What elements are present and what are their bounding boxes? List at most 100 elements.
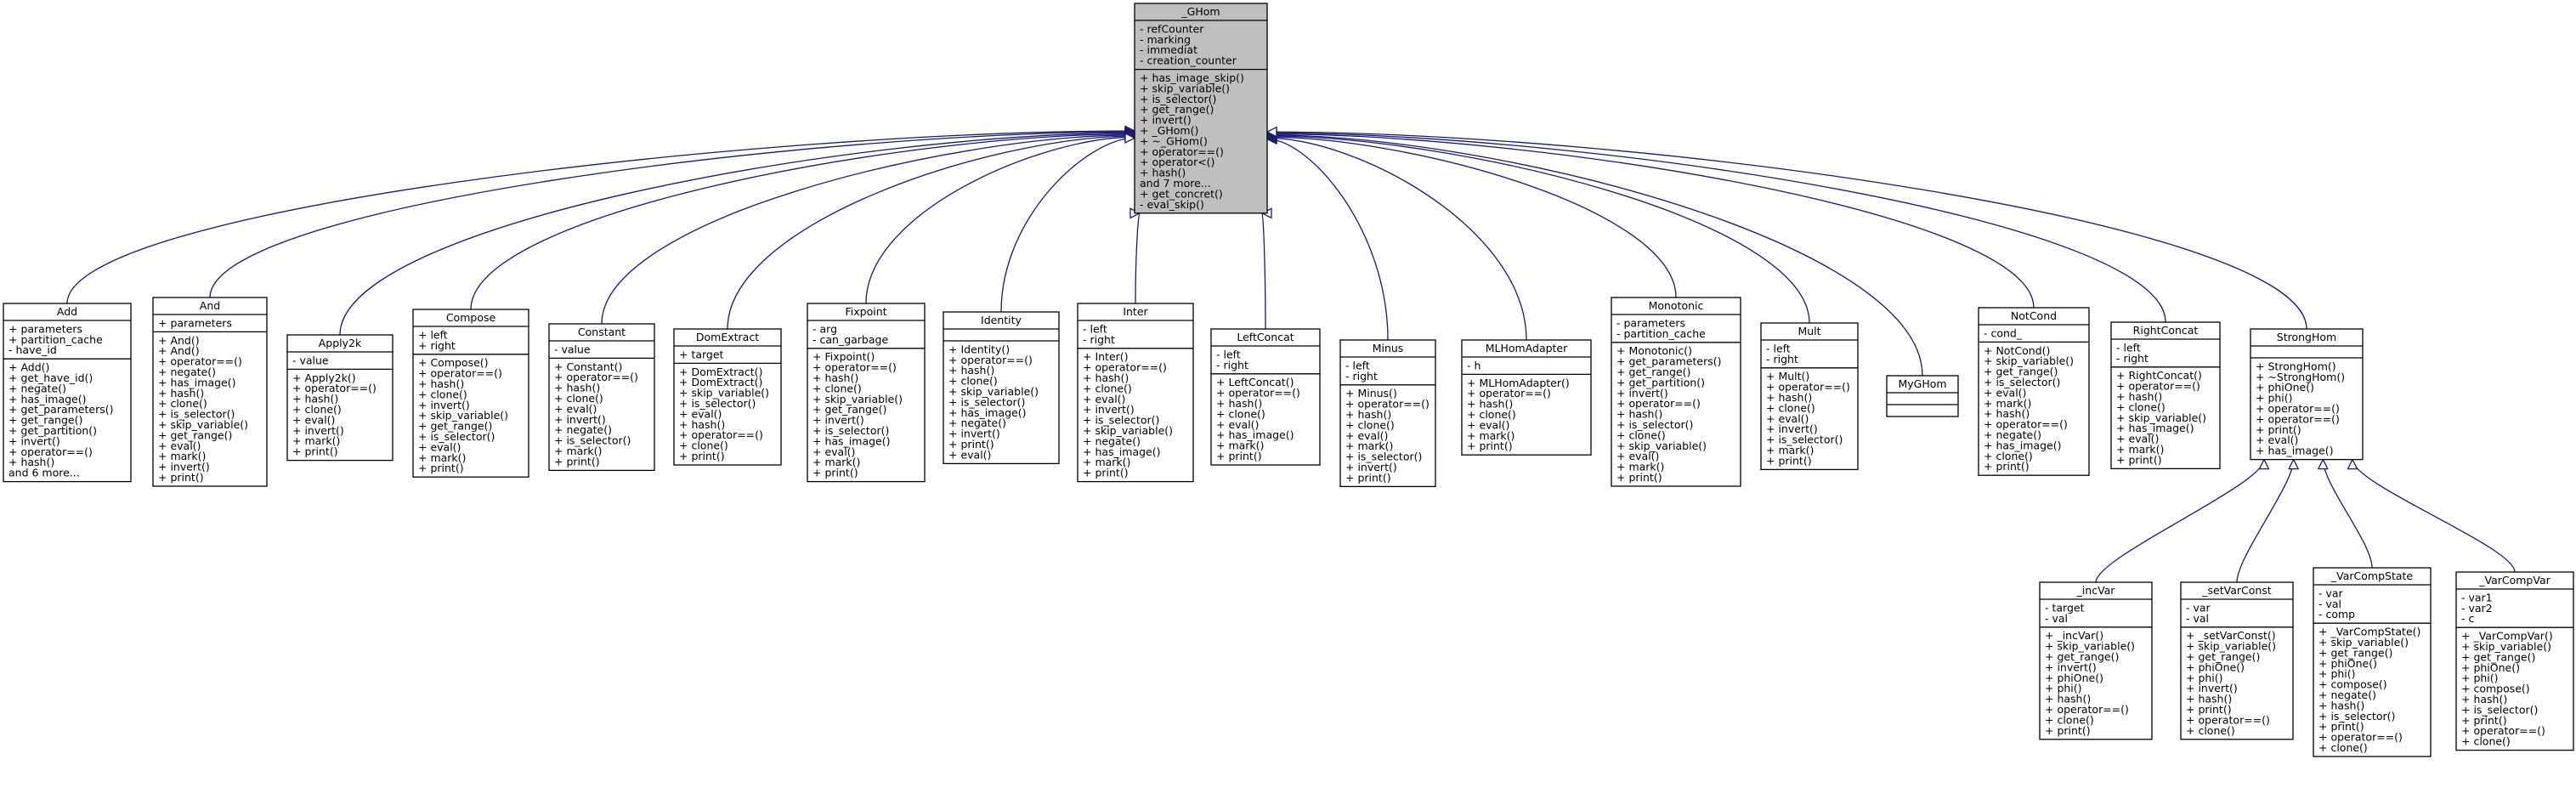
class-name: And xyxy=(200,299,220,312)
inheritance-edge-mlhomadapter xyxy=(1266,137,1527,341)
class-fixpoint[interactable]: Fixpoint- arg- can_garbage+ Fixpoint()+ … xyxy=(807,303,926,483)
inheritance-edge-inter xyxy=(1135,212,1141,304)
class-attribute: - c xyxy=(2461,612,2474,625)
class-method: + has_image() xyxy=(8,393,86,405)
class-method: + print() xyxy=(2256,423,2301,436)
class-method: + get_partition() xyxy=(8,424,97,437)
class-method: + invert() xyxy=(1766,422,1818,435)
class-box xyxy=(1978,307,2090,476)
inheritance-edge-identity xyxy=(1000,137,1135,313)
class-domextract[interactable]: DomExtract+ target+ DomExtract()+ DomExt… xyxy=(673,328,782,466)
class-myghom[interactable]: MyGHom xyxy=(1886,375,1959,417)
class-method: + clone() xyxy=(2116,400,2166,413)
class-name: _incVar xyxy=(2076,584,2116,597)
class-method: + And() xyxy=(158,334,200,347)
class-mlhomadapter[interactable]: MLHomAdapter- h+ MLHomAdapter()+ operato… xyxy=(1461,339,1592,456)
class-method: + StrongHom() xyxy=(2256,360,2336,372)
class-method: + operator==() xyxy=(812,361,897,374)
class-inter[interactable]: Inter- left- right+ Inter()+ operator==(… xyxy=(1077,303,1194,483)
class-method: + print() xyxy=(1216,450,1262,462)
class-attribute: - right xyxy=(1083,333,1115,346)
class-method: + skip_variable() xyxy=(1140,82,1230,94)
class-name: _setVarConst xyxy=(2201,584,2272,597)
class-method: + print() xyxy=(418,462,464,474)
inheritance-edge-minus xyxy=(1266,138,1389,341)
class-method: + print() xyxy=(2045,724,2091,737)
class-attribute: - target xyxy=(2045,601,2085,614)
class-method: + phiOne() xyxy=(2045,672,2103,684)
class-method: + print() xyxy=(1616,471,1662,484)
class-method: + hash() xyxy=(2116,390,2162,403)
class-method: + operator==() xyxy=(1616,397,1701,410)
class-box xyxy=(548,323,655,472)
class-setvarconst[interactable]: _setVarConst- var- val+ _setVarConst()+ … xyxy=(2180,581,2294,740)
class-compose[interactable]: Compose+ left+ right+ Compose()+ operato… xyxy=(412,309,529,478)
class-attribute: - var1 xyxy=(2461,591,2493,604)
class-attribute: + parameters xyxy=(158,316,232,329)
class-name: Identity xyxy=(981,314,1022,326)
class-box xyxy=(3,303,132,483)
class-method: + clone() xyxy=(554,392,603,405)
class-method: + mark() xyxy=(1467,429,1514,442)
class-stronghom[interactable]: StrongHom+ StrongHom()+ ~StrongHom()+ ph… xyxy=(2250,328,2364,461)
class-ghom[interactable]: _GHom- refCounter- marking- immediat- cr… xyxy=(1134,3,1268,214)
class-method: + get_range() xyxy=(1140,103,1214,116)
class-box xyxy=(1611,297,1741,487)
class-method: + has_image_skip() xyxy=(1140,71,1244,84)
class-identity[interactable]: Identity+ Identity()+ operator==()+ hash… xyxy=(943,311,1060,465)
class-method: + hash() xyxy=(679,418,725,431)
class-incvar[interactable]: _incVar- target- val+ _incVar()+ skip_va… xyxy=(2039,581,2153,740)
class-varcompstate[interactable]: _VarCompState- var- val- comp+ _VarCompS… xyxy=(2313,567,2432,757)
class-method: + has_image() xyxy=(1984,439,2061,451)
class-box xyxy=(2110,321,2221,470)
class-add[interactable]: Add+ parameters+ partition_cache- have_i… xyxy=(3,303,132,483)
class-method: + clone() xyxy=(418,388,467,400)
class-leftconcat[interactable]: LeftConcat- left- right+ LeftConcat()+ o… xyxy=(1210,328,1321,466)
class-minus[interactable]: Minus- left- right+ Minus()+ operator==(… xyxy=(1339,339,1436,488)
class-monotonic[interactable]: Monotonic- parameters- partition_cache+ … xyxy=(1611,297,1741,487)
class-attribute: - h xyxy=(1467,359,1480,371)
class-method: + operator==() xyxy=(554,371,638,383)
class-method: + has_image() xyxy=(158,376,235,388)
class-method: + operator==() xyxy=(1345,398,1430,411)
class-attribute: + left xyxy=(418,328,448,341)
class-attribute: - partition_cache xyxy=(1616,327,1706,340)
class-attribute: + target xyxy=(679,348,724,360)
class-method: + operator==() xyxy=(2318,731,2403,744)
class-rightconcat[interactable]: RightConcat- left- right+ RightConcat()+… xyxy=(2110,321,2221,470)
class-method: + skip_variable() xyxy=(418,409,508,422)
class-apply2k[interactable]: Apply2k- value+ Apply2k()+ operator==()+… xyxy=(286,334,393,462)
class-name: Minus xyxy=(1373,342,1404,354)
class-method: + is_selector() xyxy=(2461,703,2538,716)
class-attribute: - left xyxy=(1216,348,1241,360)
class-method: + skip_variable() xyxy=(158,418,248,431)
class-method: + is_selector() xyxy=(554,434,631,447)
class-attribute: - creation_counter xyxy=(1140,54,1237,67)
class-method: + has_image() xyxy=(2256,445,2333,457)
class-method: + mark() xyxy=(418,451,466,464)
inheritance-edge-setvarconst xyxy=(2236,459,2295,583)
class-varcompvar[interactable]: _VarCompVar- var1- var2- c+ _VarCompVar(… xyxy=(2455,571,2574,751)
class-method: + has_image() xyxy=(1216,428,1294,441)
class-method: + eval() xyxy=(1467,418,1509,431)
class-method: + clone() xyxy=(1616,428,1666,441)
inheritance-edge-varcompstate xyxy=(2322,459,2373,569)
class-method: + negate() xyxy=(1083,434,1141,447)
class-name: Mult xyxy=(1798,325,1820,337)
class-notcond[interactable]: NotCond- cond_+ NotCond()+ skip_variable… xyxy=(1978,307,2090,476)
class-method: + RightConcat() xyxy=(2116,369,2202,382)
class-method: + Add() xyxy=(8,361,49,374)
class-name: MLHomAdapter xyxy=(1486,342,1568,354)
class-method: + hash() xyxy=(2045,693,2091,706)
class-mult[interactable]: Mult- left- right+ Mult()+ operator==()+… xyxy=(1760,322,1859,471)
class-method: + is_selector() xyxy=(1083,414,1159,427)
class-method: + operator==() xyxy=(1984,418,2068,431)
class-method: + hash() xyxy=(1616,408,1662,421)
class-and[interactable]: And+ parameters+ And()+ And()+ operator=… xyxy=(152,297,268,487)
class-method: + print() xyxy=(2116,453,2162,466)
inheritance-edge-monotonic xyxy=(1266,136,1677,298)
class-constant[interactable]: Constant- value+ Constant()+ operator==(… xyxy=(548,323,655,472)
class-method: + print() xyxy=(2461,714,2507,727)
inheritance-edge-varcompvar xyxy=(2352,459,2516,573)
class-method: + hash() xyxy=(2318,699,2364,711)
